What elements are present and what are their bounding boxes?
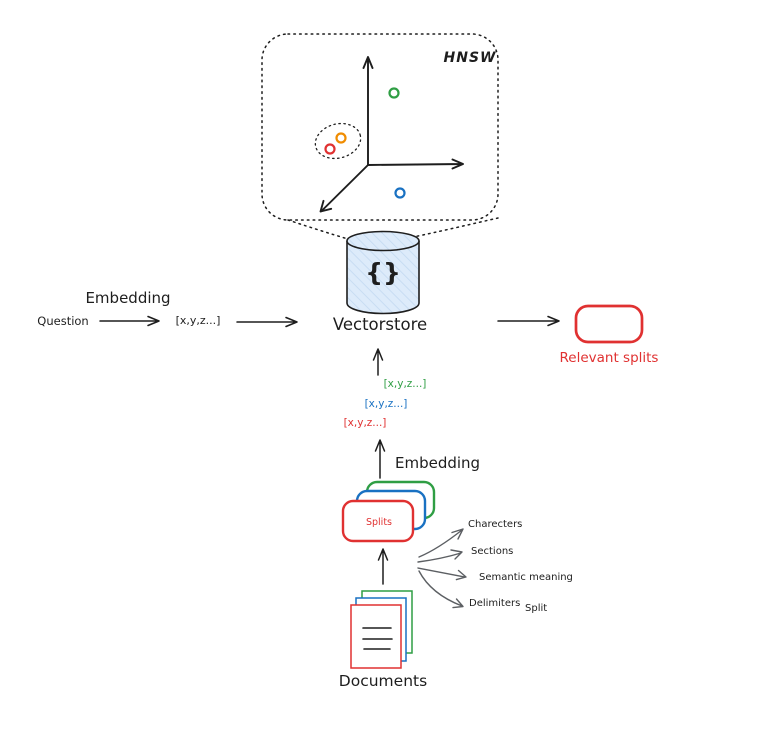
vector-point-red xyxy=(324,143,336,155)
hnsw-boundary xyxy=(261,33,499,221)
ingestion-embedding-label: Embedding xyxy=(395,454,480,472)
ingestion-flow: [x,y,z...] [x,y,z...] [x,y,z...] Embeddi… xyxy=(339,348,573,690)
splits-to-vectors-arrow xyxy=(374,439,386,479)
method-semantic-label: Semantic meaning xyxy=(479,572,573,583)
vectorstore-glyph: {} xyxy=(365,258,401,287)
vector-text-green: [x,y,z...] xyxy=(384,378,427,390)
fan-arrow-delimiters xyxy=(418,570,464,609)
splits-label: Splits xyxy=(366,517,392,528)
vectorstore-label: Vectorstore xyxy=(333,315,427,334)
fan-arrow-semantic xyxy=(417,567,467,581)
query-flow: Question Embedding [x,y,z...] xyxy=(37,289,298,328)
split-card-red xyxy=(341,499,415,543)
vector-to-store-arrow xyxy=(236,316,298,328)
vector-text-red: [x,y,z...] xyxy=(344,417,387,429)
documents-to-splits-arrow xyxy=(377,548,389,585)
split-methods-fan: Charecters Sections Semantic meaning Del… xyxy=(417,519,573,614)
document-page-red xyxy=(350,604,402,669)
callout-funnel-left xyxy=(287,219,349,240)
splits-stack: Splits xyxy=(341,480,436,543)
split-tag-label: Split xyxy=(525,603,547,614)
vector-point-blue xyxy=(394,187,406,199)
question-to-vector-arrow xyxy=(99,315,160,327)
query-embedding-label: Embedding xyxy=(85,289,170,307)
vector-space-axes xyxy=(319,56,464,213)
documents-stack: Documents xyxy=(339,590,427,690)
fan-arrow-characters xyxy=(418,528,464,558)
axis-z-arrow xyxy=(319,164,369,213)
store-to-result-arrow xyxy=(497,315,560,327)
relevant-splits-box xyxy=(574,304,644,344)
hnsw-panel: HNSW xyxy=(261,33,499,240)
vector-point-green xyxy=(388,87,400,99)
vector-text-blue: [x,y,z...] xyxy=(365,398,408,410)
question-label: Question xyxy=(37,314,88,328)
query-vector-label: [x,y,z...] xyxy=(176,314,221,327)
cluster-ellipse xyxy=(314,122,362,160)
vectors-to-store-arrow xyxy=(372,348,384,376)
cylinder-top xyxy=(346,230,420,252)
hnsw-label: HNSW xyxy=(444,50,497,66)
vector-point-orange xyxy=(335,132,347,144)
fan-arrow-sections xyxy=(417,549,463,563)
method-delimiters-label: Delimiters xyxy=(469,598,520,609)
vectorstore-node: {} Vectorstore xyxy=(333,230,427,334)
relevant-splits-label: Relevant splits xyxy=(560,350,659,366)
method-sections-label: Sections xyxy=(471,546,513,557)
method-characters-label: Charecters xyxy=(468,519,522,530)
retrieval-flow: Relevant splits xyxy=(497,304,659,366)
axis-y-arrow xyxy=(362,56,374,166)
documents-label: Documents xyxy=(339,672,427,690)
cylinder-body xyxy=(346,241,420,315)
axis-x-arrow xyxy=(367,158,464,170)
callout-funnel-right xyxy=(412,217,499,238)
